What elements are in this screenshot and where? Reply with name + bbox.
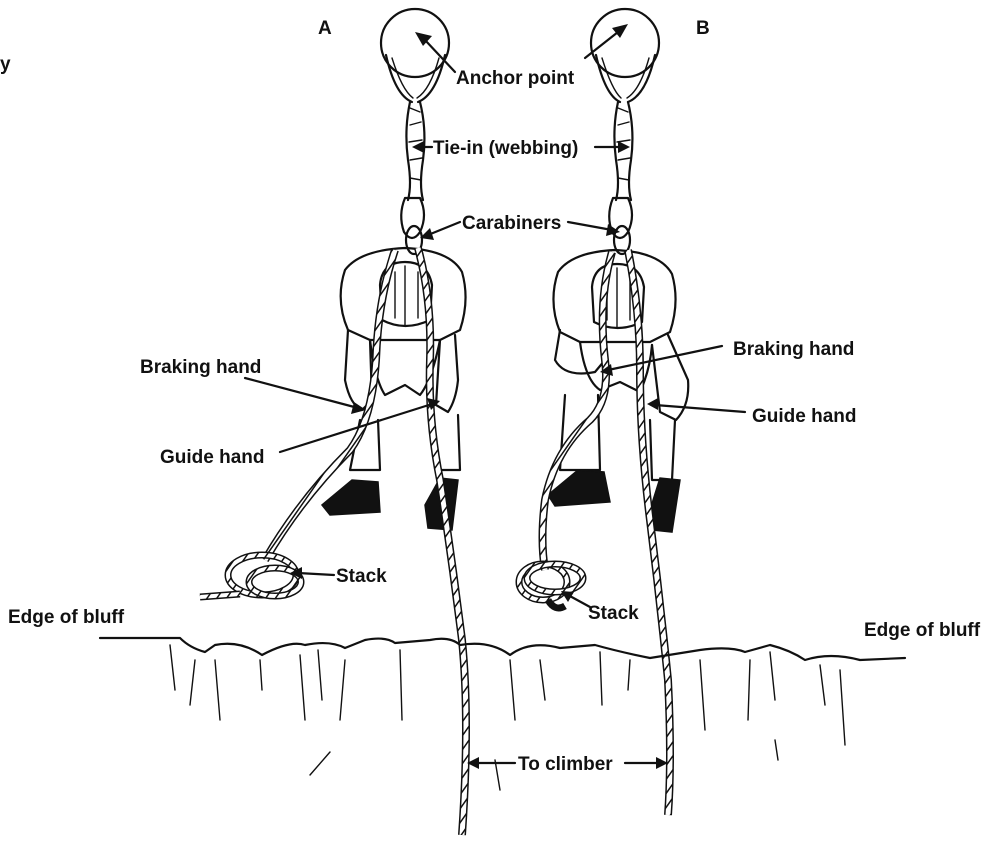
label-anchor-point: Anchor point <box>456 68 575 89</box>
panel-label-a: A <box>318 18 332 39</box>
label-tie-in: Tie-in (webbing) <box>433 138 578 159</box>
label-guide-hand-a: Guide hand <box>160 447 265 468</box>
label-guide-hand-b: Guide hand <box>752 406 857 427</box>
label-to-climber: To climber <box>518 754 613 775</box>
label-braking-hand-a: Braking hand <box>140 357 261 378</box>
anchor-circle-a <box>381 9 449 77</box>
corner-mark: y <box>0 54 11 75</box>
bluff-edge <box>100 638 905 790</box>
tie-in-webbing-b <box>614 102 632 200</box>
label-braking-hand-b: Braking hand <box>733 339 854 360</box>
leader-lines <box>245 24 745 769</box>
panel-a-figure <box>200 9 466 835</box>
panel-label-b: B <box>696 18 710 39</box>
label-stack-a: Stack <box>336 566 387 587</box>
anchor-circle-b <box>591 9 659 77</box>
rope-stack-a <box>200 555 301 597</box>
rope-to-climber-a <box>418 248 466 835</box>
rope-stack-b <box>519 564 583 608</box>
label-edge-right: Edge of bluff <box>864 620 981 641</box>
label-edge-left: Edge of bluff <box>8 607 125 628</box>
label-carabiners: Carabiners <box>462 213 561 234</box>
label-stack-b: Stack <box>588 603 639 624</box>
